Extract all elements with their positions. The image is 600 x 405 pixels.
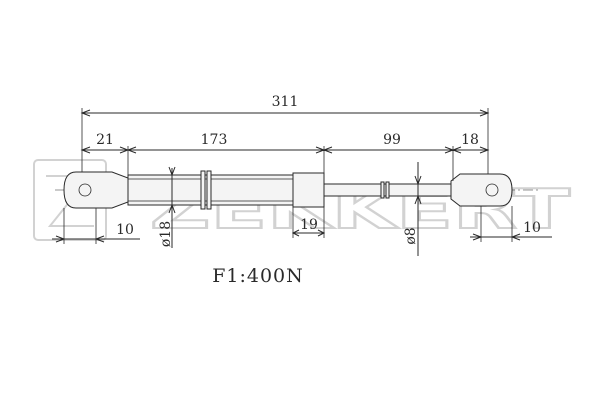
sleeve-length-label: 19 bbox=[300, 217, 318, 233]
right-end-fitting bbox=[450, 173, 513, 207]
force-rating-label: F1:400N bbox=[212, 265, 304, 287]
cylinder-body bbox=[127, 170, 325, 210]
overall-length-label: 311 bbox=[272, 94, 299, 110]
dim-left-eye: 10 bbox=[52, 222, 140, 243]
body-ring-1 bbox=[200, 170, 206, 210]
dim-row-segments: 21 173 99 18 bbox=[80, 132, 490, 154]
rod-length-label: 99 bbox=[383, 132, 401, 148]
body-diameter-label: ø18 bbox=[158, 221, 174, 247]
left-end-length-label: 21 bbox=[96, 132, 114, 148]
dim-sleeve: 19 bbox=[291, 217, 326, 237]
right-eye-hole bbox=[485, 183, 499, 197]
body-ring-2 bbox=[206, 170, 212, 210]
rod-ring-2 bbox=[385, 181, 390, 199]
right-end-housing bbox=[450, 173, 513, 207]
dim-body-diameter: ø18 bbox=[158, 166, 176, 248]
sealing-sleeve bbox=[292, 172, 325, 208]
body-length-label: 173 bbox=[201, 132, 228, 148]
rod-diameter-label: ø8 bbox=[403, 227, 419, 244]
piston-rod bbox=[323, 181, 452, 199]
right-end-length-label: 18 bbox=[461, 132, 479, 148]
left-eye-offset-label: 10 bbox=[116, 222, 134, 238]
left-end-fitting bbox=[63, 171, 129, 209]
right-eye-offset-label: 10 bbox=[523, 220, 541, 236]
dim-rod-diameter: ø8 bbox=[403, 162, 422, 256]
left-end-housing bbox=[63, 171, 129, 209]
rod-ring-1 bbox=[380, 181, 385, 199]
dim-right-eye: 10 bbox=[470, 220, 552, 241]
left-eye-hole bbox=[78, 183, 92, 197]
dim-overall: 311 bbox=[80, 94, 490, 117]
